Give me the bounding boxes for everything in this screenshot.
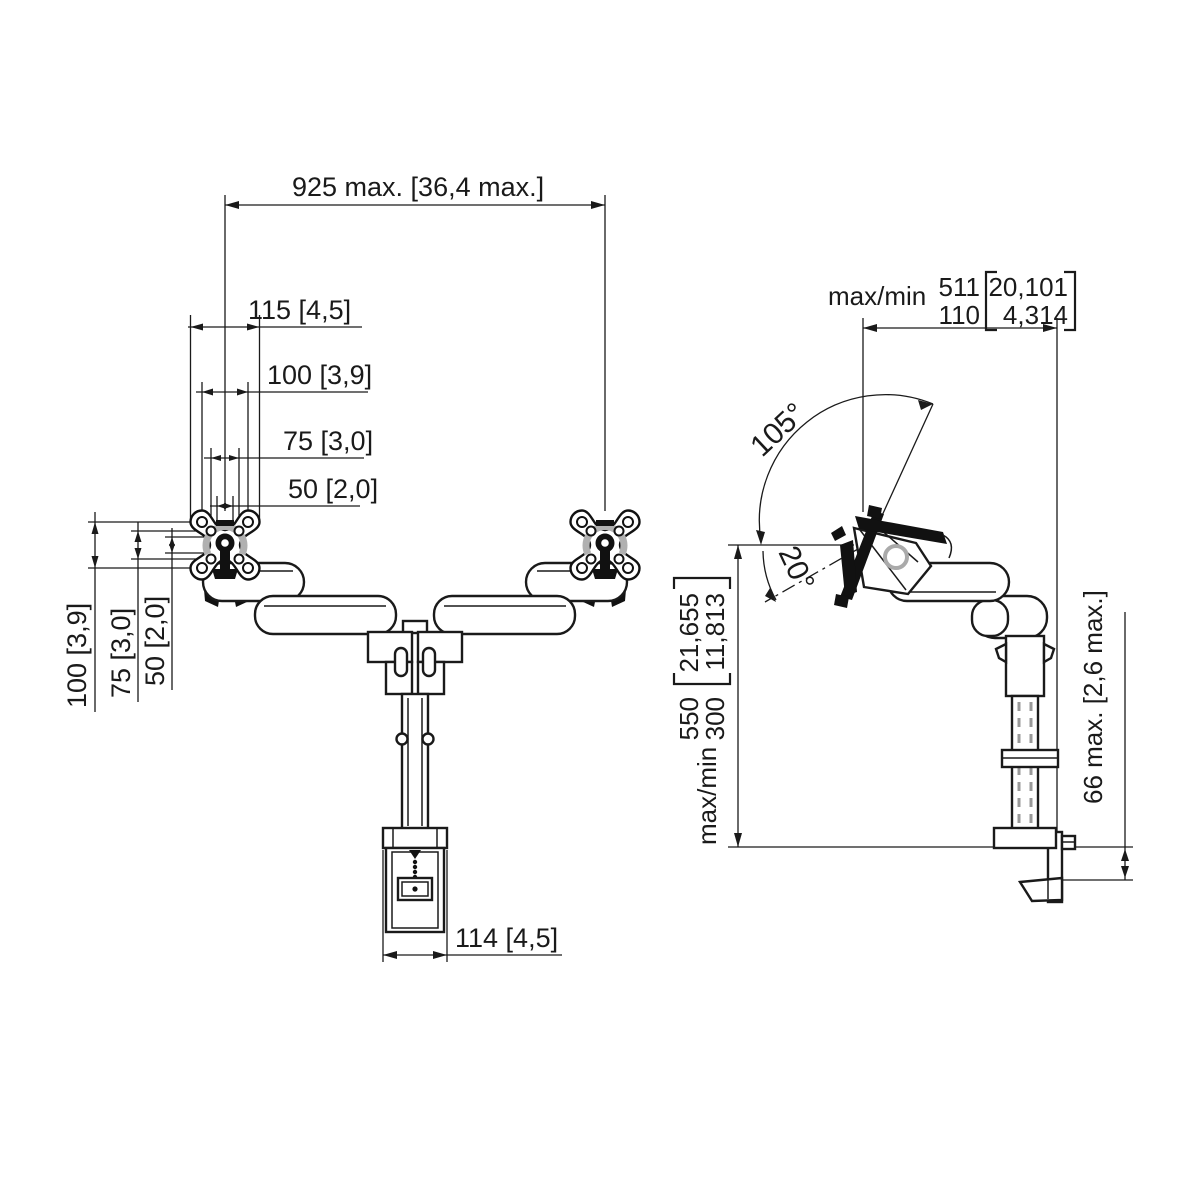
vesa-plate-left [191,511,260,580]
dim-hole-h-75: 75 [3,0] [283,426,373,456]
dim-reach-min-inch: 4,314 [1003,300,1068,330]
dim-desk-thickness: 66 max. [2,6 max.] [1078,590,1108,804]
dim-hole-v-50: 50 [2,0] [140,596,170,686]
side-view [831,505,1077,904]
dim-reach-max-inch: 20,101 [988,272,1068,302]
dim-reach-block: max/min 511 110 20,101 4,314 [828,270,1077,332]
dim-clamp-width: 114 [4,5] [455,923,558,953]
column-side [994,634,1060,832]
dim-height-label: max/min [692,747,722,845]
vesa-plate-right [571,511,640,580]
dim-height-min-inch: 11,813 [700,593,730,671]
dim-hole-h-50: 50 [2,0] [288,474,378,504]
desk-clamp-front [381,826,449,934]
desk-clamp-side [992,826,1077,904]
dim-reach-label: max/min [828,281,926,311]
dim-hole-v-100: 100 [3,9] [62,603,92,708]
dim-hole-h-100: 100 [3,9] [267,360,372,390]
dim-hole-v-75: 75 [3,0] [106,608,136,698]
front-view [191,511,640,934]
dim-height-max: 550 [674,697,704,740]
dim-reach-min: 110 [939,300,980,330]
center-pole-front [395,692,435,832]
dim-span-max: 925 max. [36,4 max.] [292,172,544,202]
dim-height-min: 300 [700,697,730,740]
dim-height-block: max/min 550 300 21,655 11,813 [672,576,732,845]
center-arm-bracket [366,619,464,696]
dim-height-max-inch: 21,655 [674,593,704,673]
tilt-head-side [831,505,953,608]
dim-reach-max: 511 [939,272,980,302]
dim-vesa-width: 115 [4,5] [248,295,351,325]
dim-tilt-down: 20° [772,541,821,596]
